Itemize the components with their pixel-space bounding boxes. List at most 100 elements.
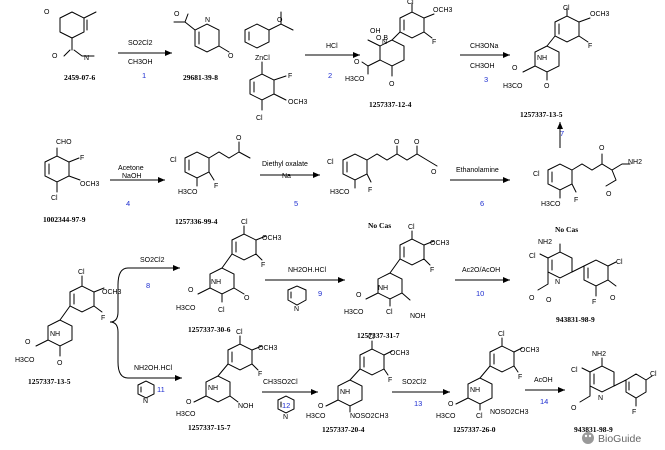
svg-text:H3CO: H3CO <box>345 76 365 83</box>
arrow-step-6: Ethanolamine 6 <box>450 167 510 208</box>
svg-text:O: O <box>188 287 194 294</box>
svg-text:O: O <box>599 145 605 152</box>
svg-text:Cl: Cl <box>498 331 505 338</box>
svg-text:NaOH: NaOH <box>122 173 141 180</box>
svg-text:F: F <box>430 267 434 274</box>
svg-text:F: F <box>432 39 436 46</box>
cas-943831-98-9-upper: 943831-98-9 <box>556 315 595 324</box>
svg-text:N: N <box>294 306 299 313</box>
svg-text:Cl: Cl <box>241 219 248 226</box>
svg-text:H3CO: H3CO <box>436 413 456 420</box>
step-8: 8 <box>146 281 150 290</box>
arrow-step-10: Ac2O/AcOH 10 <box>455 267 510 298</box>
svg-text:OCH3: OCH3 <box>430 240 450 247</box>
step-6: 6 <box>480 199 484 208</box>
svg-text:Cl: Cl <box>327 159 334 166</box>
svg-text:F: F <box>588 43 592 50</box>
svg-text:F: F <box>258 371 262 378</box>
branch-brace <box>109 267 129 379</box>
svg-text:N: N <box>84 55 89 62</box>
svg-text:Cl: Cl <box>236 329 243 336</box>
svg-text:O B: O B <box>376 35 388 42</box>
svg-text:Cl: Cl <box>408 224 415 231</box>
svg-text:Cl: Cl <box>256 115 263 122</box>
svg-text:O: O <box>318 403 324 410</box>
svg-text:NOH: NOH <box>238 403 254 410</box>
compound-no-cas-2: Cl O NH2 O F H3CO No Cas <box>533 145 642 234</box>
zinc-reagent: O ZnCl F OCH3 Cl <box>244 11 308 122</box>
svg-text:F: F <box>214 183 218 190</box>
svg-text:Cl: Cl <box>529 253 536 260</box>
svg-text:Ethanolamine: Ethanolamine <box>456 167 499 174</box>
svg-text:F: F <box>368 187 372 194</box>
svg-text:H3CO: H3CO <box>15 357 35 364</box>
compound-1002344-97-9: CHO F OCH3 Cl 1002344-97-9 <box>43 139 100 224</box>
svg-text:HCl: HCl <box>326 43 338 50</box>
cas-1257337-13-5: 1257337-13-5 <box>520 110 563 119</box>
arrow-step-8: SO2Cl2 8 <box>128 257 180 290</box>
svg-text:O: O <box>431 169 437 176</box>
watermark: BioGuide <box>582 432 641 445</box>
svg-text:CH3OH: CH3OH <box>470 63 495 70</box>
svg-text:O: O <box>529 295 535 302</box>
svg-text:OCH3: OCH3 <box>520 347 540 354</box>
svg-text:Acetone: Acetone <box>118 165 144 172</box>
cas-29681-39-8: 29681-39-8 <box>183 73 218 82</box>
svg-text:Cl: Cl <box>563 5 570 12</box>
svg-text:NH: NH <box>211 279 221 286</box>
svg-text:O: O <box>236 135 242 142</box>
svg-text:F: F <box>261 262 265 269</box>
cas-1257337-30-6: 1257337-30-6 <box>188 325 231 334</box>
step-4: 4 <box>126 199 130 208</box>
compound-no-cas-1: Cl O O O F H3CO No Cas <box>327 139 438 230</box>
svg-text:O: O <box>354 59 360 66</box>
compound-2459-07-6: O O N 2459-07-6 <box>44 9 97 82</box>
svg-text:F: F <box>80 155 84 162</box>
svg-text:O: O <box>228 53 234 60</box>
svg-text:OCH3: OCH3 <box>258 345 278 352</box>
svg-text:NH2: NH2 <box>538 239 552 246</box>
step-3: 3 <box>484 75 488 84</box>
svg-text:O: O <box>44 9 50 16</box>
svg-text:NH: NH <box>50 331 60 338</box>
svg-text:CH3OH: CH3OH <box>128 59 153 66</box>
compound-29681-39-8: O N O 29681-39-8 <box>173 11 234 82</box>
svg-text:Cl: Cl <box>571 367 578 374</box>
cas-no-cas-2: No Cas <box>555 225 578 234</box>
svg-text:H3CO: H3CO <box>306 413 326 420</box>
svg-text:N: N <box>283 414 288 421</box>
step-14: 14 <box>540 397 548 406</box>
svg-text:H3CO: H3CO <box>176 411 196 418</box>
svg-text:Cl: Cl <box>407 0 414 6</box>
svg-text:NH2OH.HCl: NH2OH.HCl <box>134 365 173 372</box>
arrow-step-12: CH3SO2Cl N 12 <box>262 379 318 421</box>
svg-text:Cl: Cl <box>650 371 657 378</box>
compound-1257337-13-5-top: Cl OCH3 F NH O O H3CO 1257337-13-5 <box>503 5 610 119</box>
svg-text:O: O <box>571 405 577 412</box>
svg-text:H3CO: H3CO <box>344 309 364 316</box>
svg-text:O: O <box>389 81 395 88</box>
svg-text:Diethyl oxalate: Diethyl oxalate <box>262 161 308 168</box>
compound-1257337-13-5-left: Cl OCH3 F NH O O H3CO 1257337-13-5 <box>15 269 122 386</box>
svg-text:O: O <box>448 401 454 408</box>
arrow-step-13: SO2Cl2 13 <box>392 379 450 408</box>
step-2: 2 <box>328 71 332 80</box>
svg-text:N: N <box>598 395 603 402</box>
svg-text:O: O <box>186 399 192 406</box>
svg-text:N: N <box>205 17 210 24</box>
cas-no-cas-1: No Cas <box>368 221 391 230</box>
cas-943831-98-9-lower: 943831-98-9 <box>574 425 613 434</box>
svg-text:O: O <box>25 339 31 346</box>
svg-text:F: F <box>288 73 292 80</box>
svg-text:F: F <box>574 197 578 204</box>
svg-text:O: O <box>174 11 180 18</box>
cas-1257337-26-0: 1257337-26-0 <box>453 425 496 434</box>
cas-1257337-15-7: 1257337-15-7 <box>188 423 231 432</box>
svg-text:Cl: Cl <box>476 413 483 420</box>
cas-1257337-13-5-left: 1257337-13-5 <box>28 377 71 386</box>
svg-text:Ac2O/AcOH: Ac2O/AcOH <box>462 267 500 274</box>
svg-text:NOSO2CH3: NOSO2CH3 <box>350 413 389 420</box>
svg-text:F: F <box>101 315 105 322</box>
cas-1257336-99-4: 1257336-99-4 <box>175 217 218 226</box>
svg-text:O: O <box>544 83 550 90</box>
